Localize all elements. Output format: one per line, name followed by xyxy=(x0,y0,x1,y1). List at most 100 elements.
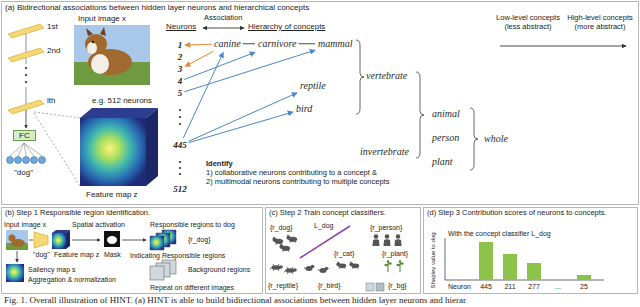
node-text: 2 xyxy=(178,52,183,62)
step1-illustration xyxy=(6,230,28,250)
figure-caption: Fig. 1. Overall illustration of HINT. (a… xyxy=(4,295,466,305)
shapley-bar-chart xyxy=(527,263,541,280)
figure-label: Aggregation & normalization xyxy=(28,276,116,284)
dog-photo xyxy=(92,41,94,43)
cnn-layers xyxy=(25,67,27,69)
figure-label: Indicating Responsible regions xyxy=(130,252,225,260)
step1-illustration xyxy=(122,240,146,241)
association-arrow xyxy=(189,112,293,143)
figure-label: {r_bird} xyxy=(318,282,341,290)
figure-label: {r_dog} xyxy=(188,236,211,244)
neuron-index: 4 xyxy=(178,76,183,86)
cnn-layers xyxy=(26,34,27,52)
figure-label: 1st xyxy=(47,22,58,31)
figure-label: {r_reptile} xyxy=(268,282,298,290)
association-arrow xyxy=(189,93,297,141)
step2-illustration xyxy=(373,234,380,246)
figure-label: "dog" xyxy=(14,168,33,177)
step2-illustration xyxy=(384,260,391,272)
step2-illustration xyxy=(270,264,283,271)
step2-illustration xyxy=(270,226,404,291)
dog-photo xyxy=(85,34,107,54)
cnn-layers xyxy=(7,24,46,164)
node-text: carnivore xyxy=(258,38,297,50)
hierarchy-braces xyxy=(416,72,424,158)
step1-illustration xyxy=(6,264,24,282)
cnn-layers xyxy=(7,157,14,164)
figure-panel: (d) Step 3 Contribution scores of neuron… xyxy=(423,207,638,294)
figure-label: "dog" xyxy=(33,251,50,259)
feature-map-cube xyxy=(34,108,158,186)
fc-layer-box: FC xyxy=(13,130,36,141)
step2-illustration xyxy=(336,261,346,269)
dog-photo xyxy=(87,42,97,54)
step2-illustration xyxy=(396,260,403,272)
figure-label: Spatial activation xyxy=(72,221,125,229)
panel-heading: (c) Step 2 Train concept classifiers. xyxy=(266,208,420,219)
step1-illustration xyxy=(29,240,33,241)
cnn-layers xyxy=(10,143,24,156)
node-text: reptile xyxy=(300,80,326,92)
hierarchy-dash xyxy=(243,43,255,44)
neuron-ellipsis xyxy=(179,167,181,169)
figure-label: ... xyxy=(555,283,561,291)
figure-label: Low-level concepts (less abstract) xyxy=(494,14,562,31)
step1-illustration xyxy=(34,232,48,248)
step2-illustration xyxy=(395,234,402,246)
node-text: 512 xyxy=(173,184,187,194)
figure-label: L_dog xyxy=(314,222,333,230)
concept-term: invertebrate xyxy=(360,146,409,158)
figure-label: Background regions xyxy=(188,266,250,274)
association-arrow xyxy=(184,50,315,92)
abstraction-arrow xyxy=(500,46,626,47)
node-text: vertebrate xyxy=(366,70,407,82)
figure-label: High-level concepts (more abstract) xyxy=(566,14,634,31)
step2-illustration xyxy=(366,283,374,291)
figure-label: Repeat on different images xyxy=(150,284,234,292)
panel-heading: (a) Bidirectional associations between h… xyxy=(2,2,638,13)
cnn-layers xyxy=(26,87,27,104)
dog-photo xyxy=(86,28,93,36)
figure-label: Shapley value to dog xyxy=(430,232,437,288)
association-arrow xyxy=(185,44,212,46)
step2-illustration xyxy=(284,267,297,274)
dog-photo xyxy=(74,25,150,85)
concept-term: mammal xyxy=(318,38,352,50)
neuron-index: 3 xyxy=(178,64,183,74)
step1-illustration xyxy=(17,251,18,262)
shapley-bar-chart xyxy=(445,238,604,280)
concept-term: person xyxy=(432,132,459,144)
abstraction-arrow xyxy=(500,46,626,47)
step2-illustration xyxy=(318,267,329,273)
concept-term: bird xyxy=(296,103,312,115)
step1-illustration xyxy=(9,235,16,242)
figure-label: 25 xyxy=(580,283,588,291)
step2-illustration xyxy=(376,283,384,291)
step1-illustration xyxy=(107,236,117,244)
cnn-layers xyxy=(25,81,27,83)
figure-label: Association xyxy=(204,14,242,23)
neuron-index: 445 xyxy=(173,140,187,150)
figure-label: With the concept classifier L_dog xyxy=(448,230,551,238)
step1-illustration xyxy=(150,236,164,250)
dog-photo xyxy=(74,25,150,85)
feature-map-cube xyxy=(146,108,158,186)
step2-illustration xyxy=(384,234,391,246)
association-arrow xyxy=(203,28,244,29)
panel-heading: (b) Step 1 Responsible region identifica… xyxy=(2,208,262,219)
dog-photo xyxy=(100,27,106,36)
association-arrow xyxy=(184,52,255,79)
step1-illustration xyxy=(66,230,70,249)
figure-label: 211 xyxy=(504,283,515,291)
concept-term: animal xyxy=(432,108,460,120)
concept-term: whole xyxy=(484,133,508,145)
neuron-ellipsis xyxy=(179,123,181,125)
shapley-bar-chart xyxy=(503,254,517,280)
step2-illustration xyxy=(286,234,297,243)
figure-label: Identify xyxy=(206,160,233,169)
figure-label: 2) multimodal neurons contributing to mu… xyxy=(206,178,389,187)
node-text: 4 xyxy=(178,76,183,86)
node-text: 1 xyxy=(178,40,183,50)
